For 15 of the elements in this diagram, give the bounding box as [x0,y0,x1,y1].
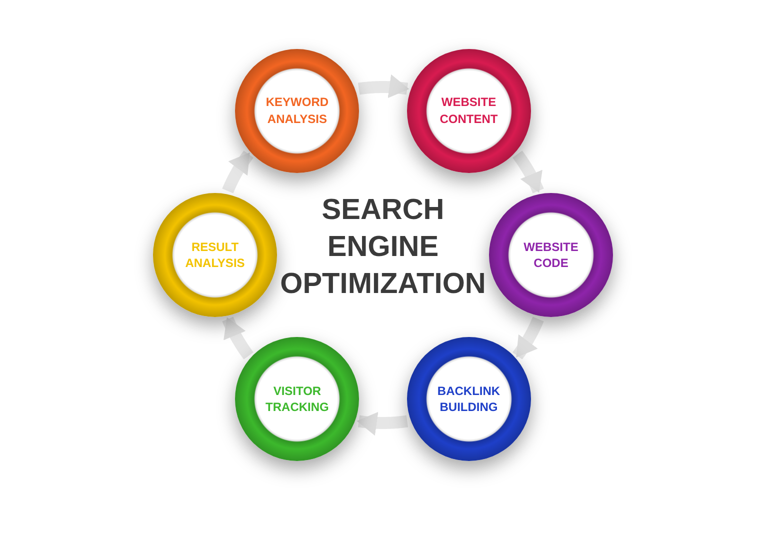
circle-node [406,48,531,173]
arrow [222,150,254,195]
arrow [222,315,254,360]
circle-node [235,48,360,173]
node-label: VISITOR TRACKING [264,383,330,416]
arrow [512,315,544,360]
node-label: WEBSITE CONTENT [438,94,499,127]
arrow [355,74,411,98]
node-label: RESULT ANALYSIS [184,238,246,272]
node-label: WEBSITE CODE [522,238,580,272]
arrow [355,412,411,436]
node-label: KEYWORD ANALYSIS [264,94,330,127]
arrow [512,150,544,195]
diagram-title: SEARCH ENGINE OPTIMIZATION [279,193,487,302]
node-label: BACKLINK BUILDING [436,383,502,416]
